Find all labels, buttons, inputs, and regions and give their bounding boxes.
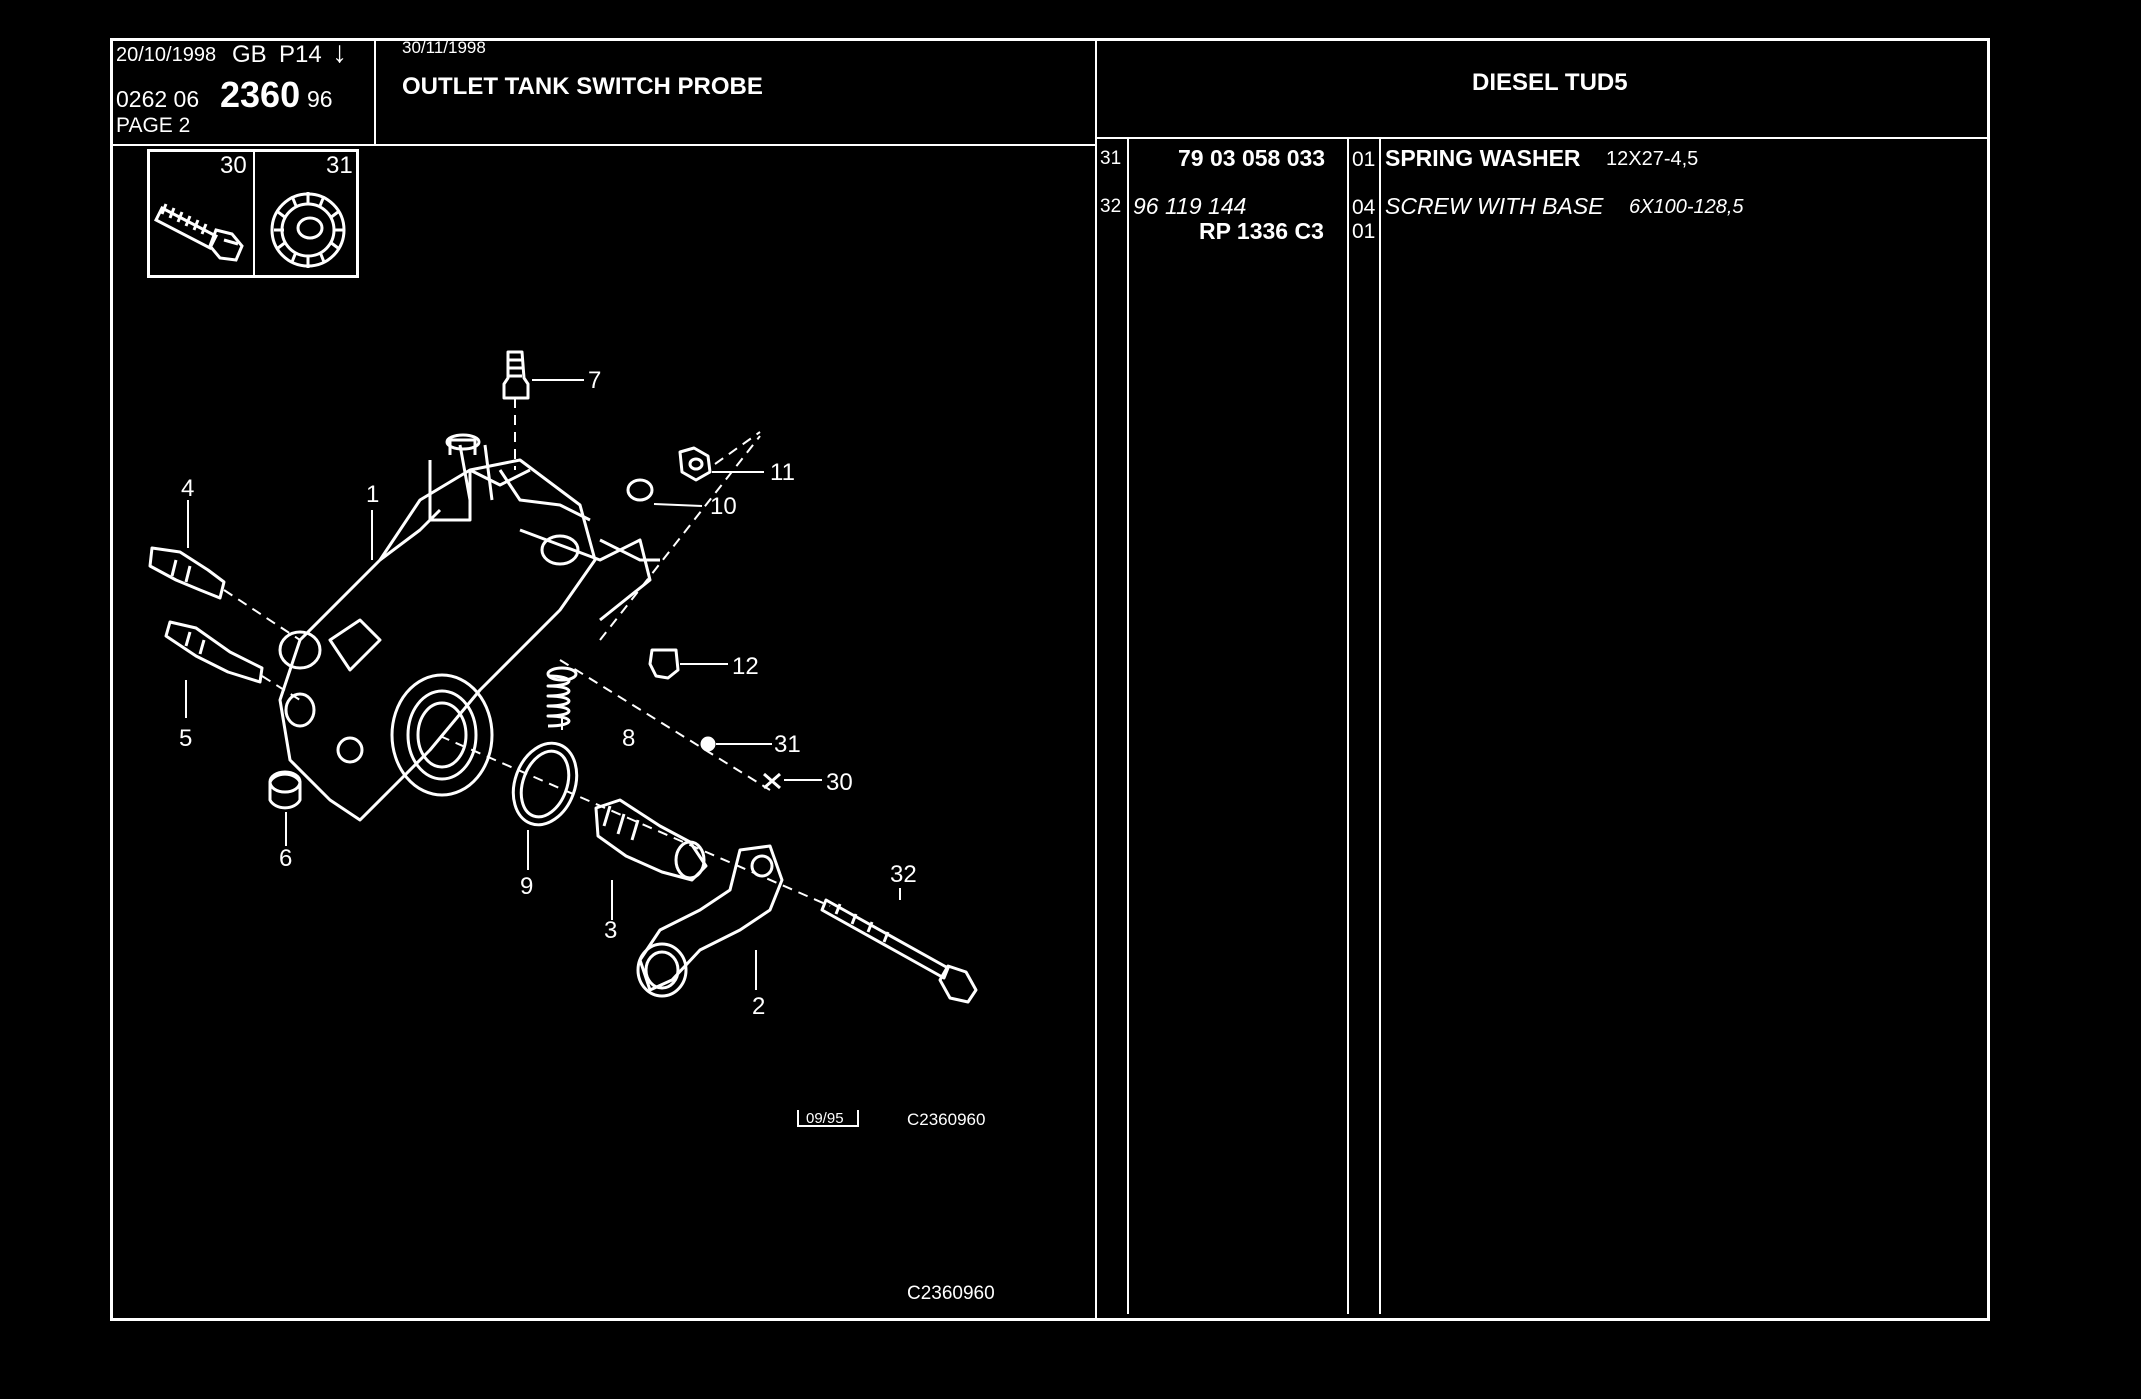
callout-9: 9 xyxy=(520,873,533,900)
part-dims: 6X100-128,5 xyxy=(1629,196,1744,218)
part-desc: SPRING WASHER xyxy=(1385,145,1581,171)
callout-31: 31 xyxy=(774,731,801,758)
part-4 xyxy=(148,546,226,600)
page-frame xyxy=(110,38,1990,1321)
part-11 xyxy=(678,446,712,482)
thumbnail-divider xyxy=(253,152,255,278)
thumbnail-num-30: 30 xyxy=(220,152,247,179)
main-vdivider xyxy=(1095,38,1097,1321)
header-date: 20/10/1998 xyxy=(116,44,217,66)
header-date2: 30/11/1998 xyxy=(402,38,486,57)
callout-2: 2 xyxy=(752,993,765,1020)
thumbnail-num-31: 31 xyxy=(326,152,353,179)
callout-5: 5 xyxy=(179,725,192,752)
part-7 xyxy=(502,350,530,400)
stamp-code: C2360960 xyxy=(907,1110,986,1129)
thumbnail-box: 30 31 xyxy=(147,149,359,278)
col-line-3 xyxy=(1379,139,1381,1314)
callout-8: 8 xyxy=(622,725,635,752)
part-item: 31 xyxy=(1100,148,1122,169)
header-divider-left xyxy=(110,144,1097,146)
header-ref-main: 2360 xyxy=(220,74,301,115)
part-9 xyxy=(511,741,579,827)
header-lang: GB xyxy=(232,41,267,68)
part-5 xyxy=(164,620,264,684)
part-6 xyxy=(268,772,302,810)
part-2 xyxy=(638,844,784,992)
callout-12: 12 xyxy=(732,653,759,680)
part-qty: 04 xyxy=(1352,196,1376,219)
part-10 xyxy=(626,478,654,502)
callout-6: 6 xyxy=(279,845,292,872)
part-item: 32 xyxy=(1100,196,1122,217)
callout-7: 7 xyxy=(588,367,601,394)
header-ref-suffix: 96 xyxy=(307,86,333,112)
part-ref: 96 119 144 xyxy=(1133,193,1247,219)
header-divider-right xyxy=(1095,137,1990,139)
part-qty: 01 xyxy=(1352,220,1376,243)
header-page-label: PAGE 2 xyxy=(116,114,191,137)
part-ref: RP 1336 C3 xyxy=(1199,218,1324,244)
exploded-diagram: 1 2 3 4 5 6 7 8 9 10 11 12 30 31 32 xyxy=(148,350,978,1020)
header-page-code: P14 xyxy=(279,41,322,68)
spring-washer-icon xyxy=(270,192,346,268)
part-ref: 79 03 058 033 xyxy=(1178,145,1326,171)
page-title: OUTLET TANK SWITCH PROBE xyxy=(402,73,763,100)
header-ref-prefix: 0262 06 xyxy=(116,86,200,112)
part-32 xyxy=(820,898,950,980)
engine-label: DIESEL TUD5 xyxy=(1472,69,1628,96)
callout-1: 1 xyxy=(366,481,379,508)
stamp-date: 09/95 xyxy=(806,1110,844,1127)
callout-4: 4 xyxy=(181,475,194,502)
callout-11: 11 xyxy=(770,459,795,486)
callout-3: 3 xyxy=(604,917,617,944)
callout-32: 32 xyxy=(890,861,917,888)
callout-30: 30 xyxy=(826,769,853,796)
footer-code: C2360960 xyxy=(907,1283,995,1304)
part-30 xyxy=(763,772,781,790)
down-arrow-icon: ↓ xyxy=(332,36,347,69)
bolt-icon xyxy=(154,203,244,262)
callout-10: 10 xyxy=(710,493,737,520)
part-12 xyxy=(648,648,680,680)
col-line-1 xyxy=(1127,139,1129,1314)
part-qty: 01 xyxy=(1352,148,1376,171)
part-8 xyxy=(546,674,571,728)
stamp-date-box xyxy=(797,1110,859,1127)
part-desc: SCREW WITH BASE xyxy=(1385,193,1604,219)
part-31 xyxy=(700,736,716,752)
header-vdivider xyxy=(374,38,376,145)
part-dims: 12X27-4,5 xyxy=(1606,148,1699,170)
col-line-2 xyxy=(1347,139,1349,1314)
housing-body xyxy=(278,458,597,822)
